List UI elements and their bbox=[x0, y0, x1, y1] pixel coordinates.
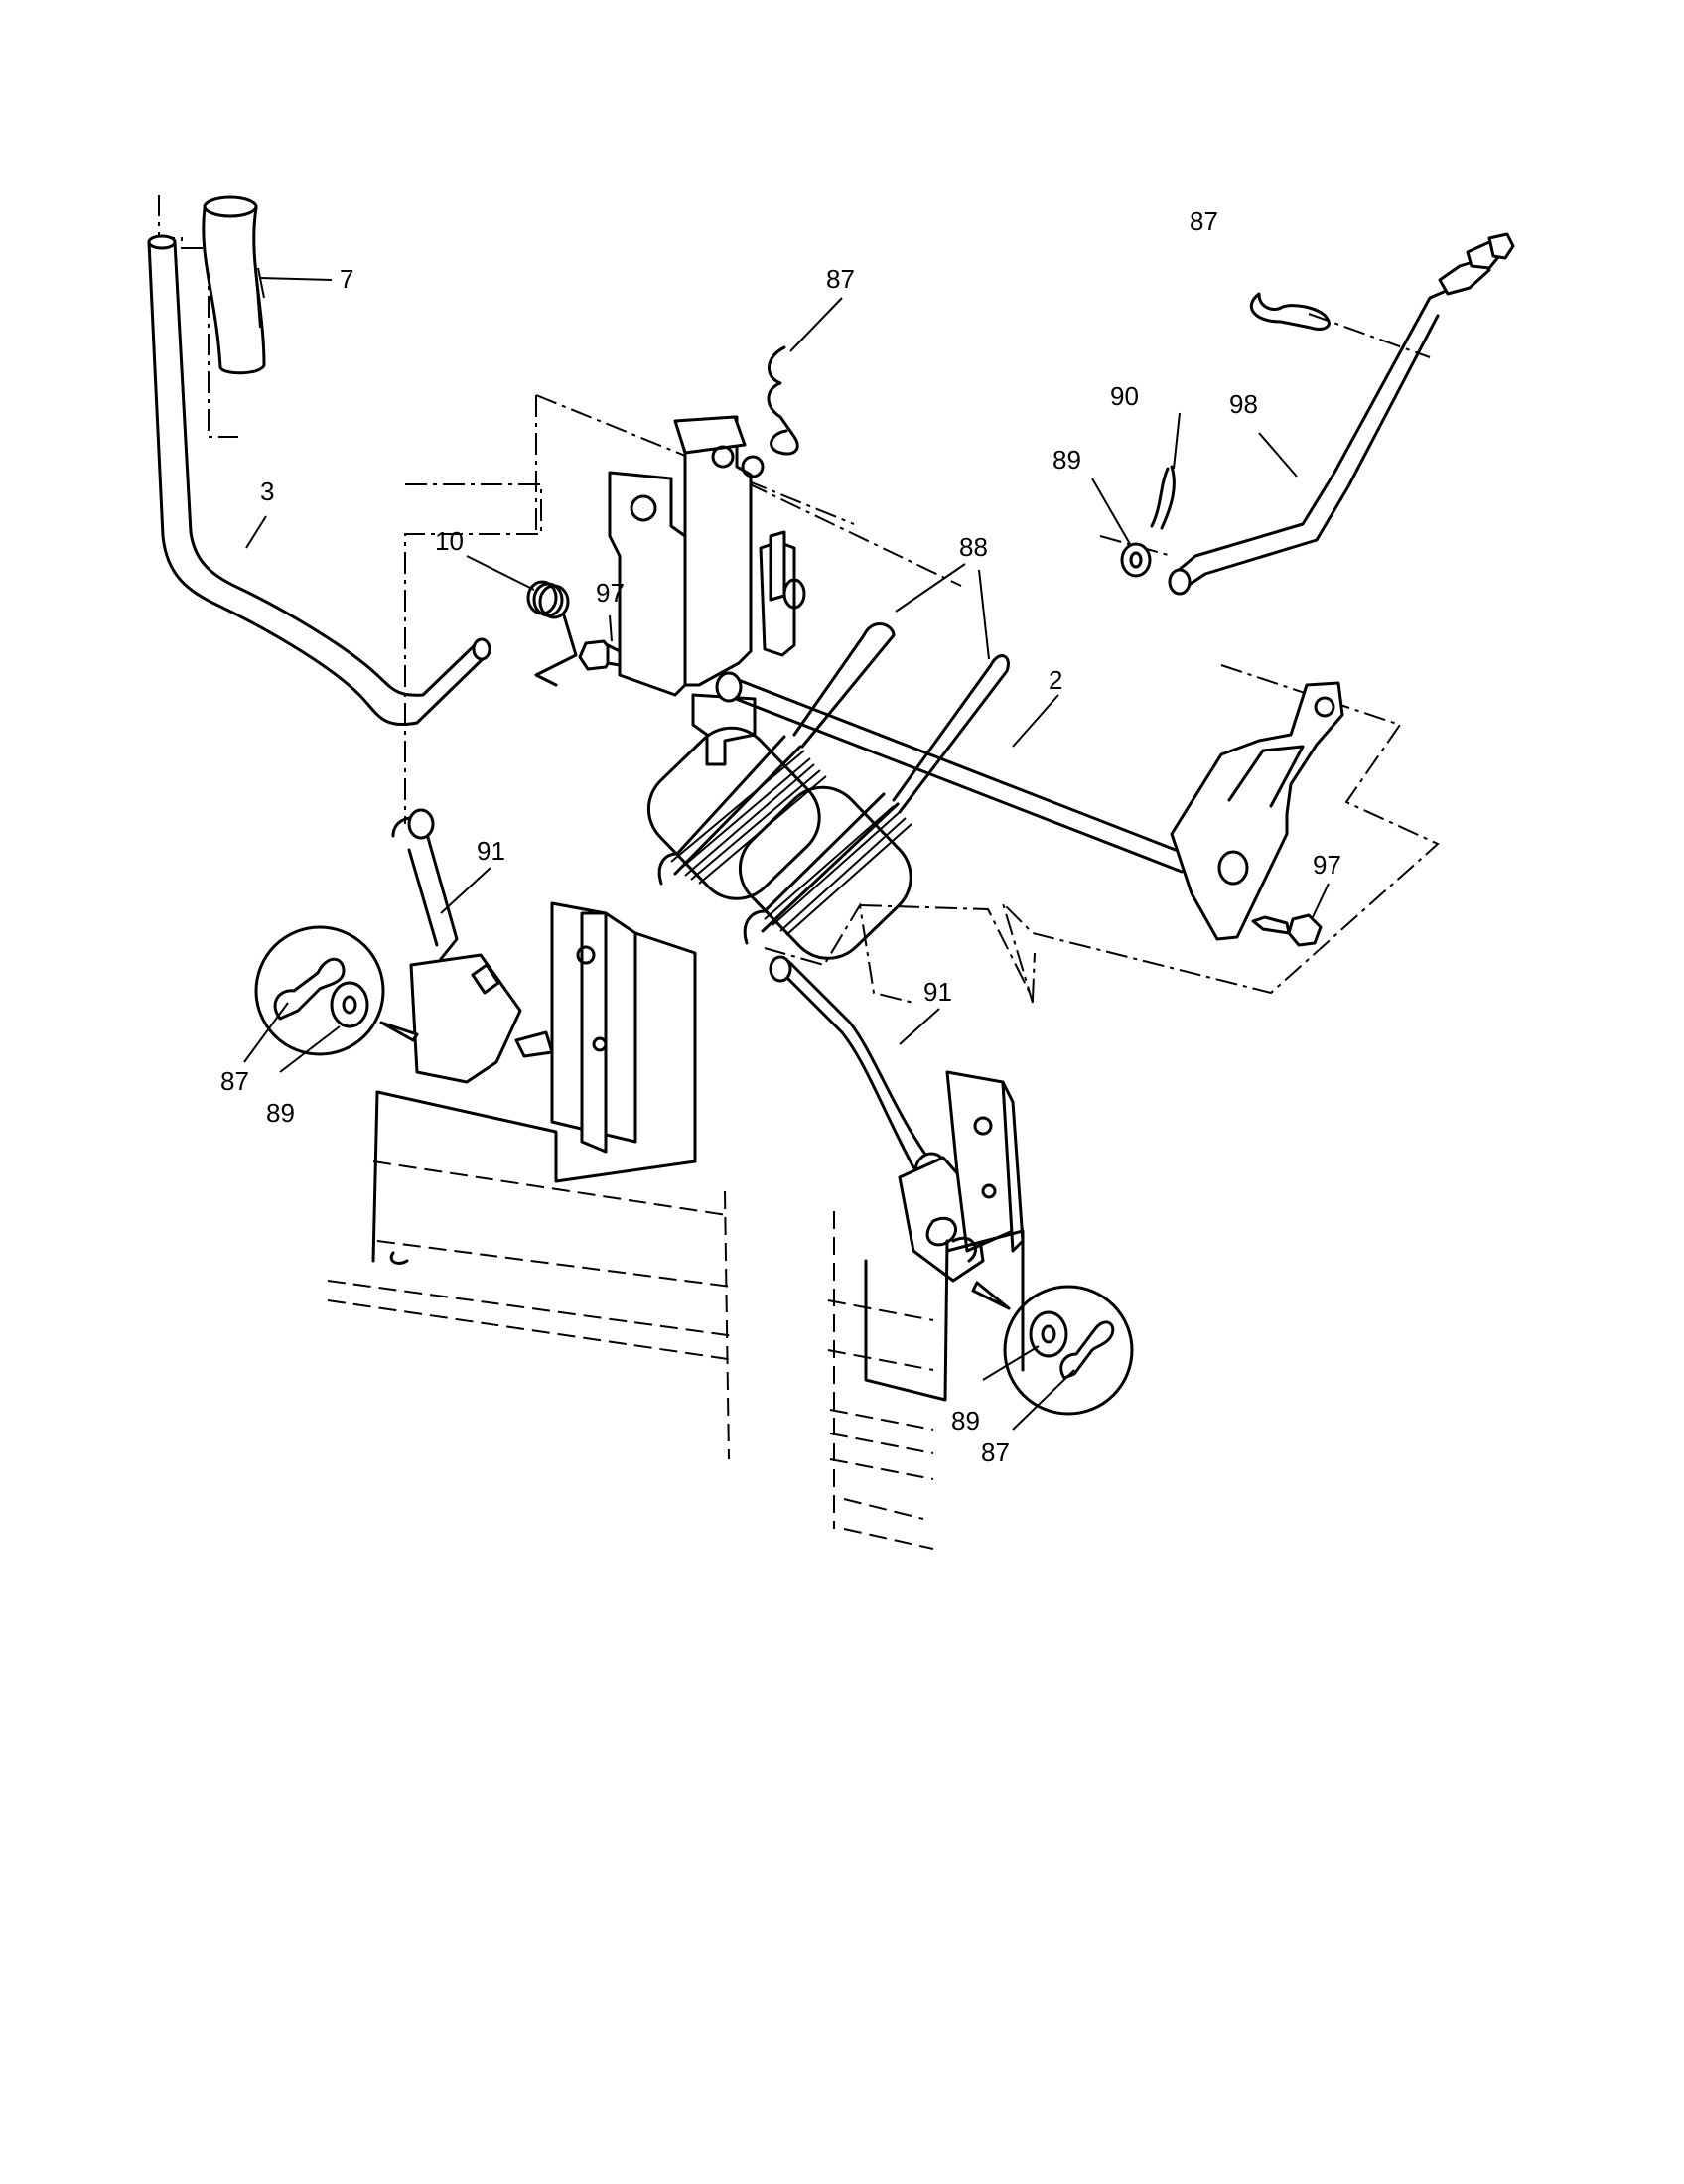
callout-97-left: 97 bbox=[596, 578, 625, 608]
detail-circle-right bbox=[971, 1281, 1134, 1416]
callout-87-left-detail: 87 bbox=[220, 1066, 249, 1096]
callout-2: 2 bbox=[1049, 665, 1062, 695]
cotter-pin-90 bbox=[1150, 465, 1176, 530]
shoulder-bolt-right bbox=[1251, 913, 1323, 947]
right-lift-arm bbox=[1170, 681, 1344, 941]
hairpin-clip-upper-right bbox=[1249, 292, 1331, 332]
center-brackets bbox=[608, 415, 806, 766]
torsion-spring bbox=[526, 580, 578, 687]
callout-91-right: 91 bbox=[923, 977, 952, 1007]
callout-10: 10 bbox=[435, 526, 464, 556]
spring-coils-right bbox=[764, 805, 912, 936]
detail-circle-left bbox=[254, 925, 419, 1056]
callout-97-right: 97 bbox=[1313, 850, 1341, 880]
callout-labels: 7 3 10 97 87 88 2 87 90 89 98 97 91 87 8… bbox=[220, 206, 1341, 1467]
callout-89-upper: 89 bbox=[1052, 445, 1081, 475]
adjustment-rod bbox=[1168, 232, 1515, 596]
callout-89-right-detail: 89 bbox=[951, 1406, 980, 1435]
left-deck-hanger bbox=[409, 901, 637, 1154]
lift-shaft bbox=[715, 671, 1188, 874]
callout-90: 90 bbox=[1110, 381, 1139, 411]
callout-87-right-detail: 87 bbox=[981, 1437, 1010, 1467]
right-deck-hanger bbox=[898, 1070, 1025, 1283]
extension-springs bbox=[646, 622, 1010, 960]
callout-89-left-detail: 89 bbox=[266, 1098, 295, 1128]
hairpin-clip-top bbox=[767, 345, 799, 456]
right-deck-panel bbox=[827, 1211, 1025, 1550]
right-lift-link bbox=[769, 955, 949, 1191]
left-deck-panel bbox=[327, 931, 736, 1460]
flat-washer-89-upper bbox=[1120, 542, 1152, 578]
callout-88: 88 bbox=[959, 532, 988, 562]
callout-87-top: 87 bbox=[826, 264, 855, 294]
spring-coils-left bbox=[670, 750, 827, 885]
left-lift-link bbox=[391, 808, 459, 961]
callout-7: 7 bbox=[340, 264, 353, 294]
callout-91-left: 91 bbox=[477, 836, 505, 866]
lift-handle-rod bbox=[147, 234, 491, 726]
callout-98: 98 bbox=[1229, 389, 1258, 419]
leader-lines bbox=[243, 277, 1330, 1431]
callout-87-upper-right: 87 bbox=[1190, 206, 1218, 236]
callout-3: 3 bbox=[260, 477, 274, 506]
handle-grip bbox=[202, 195, 266, 375]
